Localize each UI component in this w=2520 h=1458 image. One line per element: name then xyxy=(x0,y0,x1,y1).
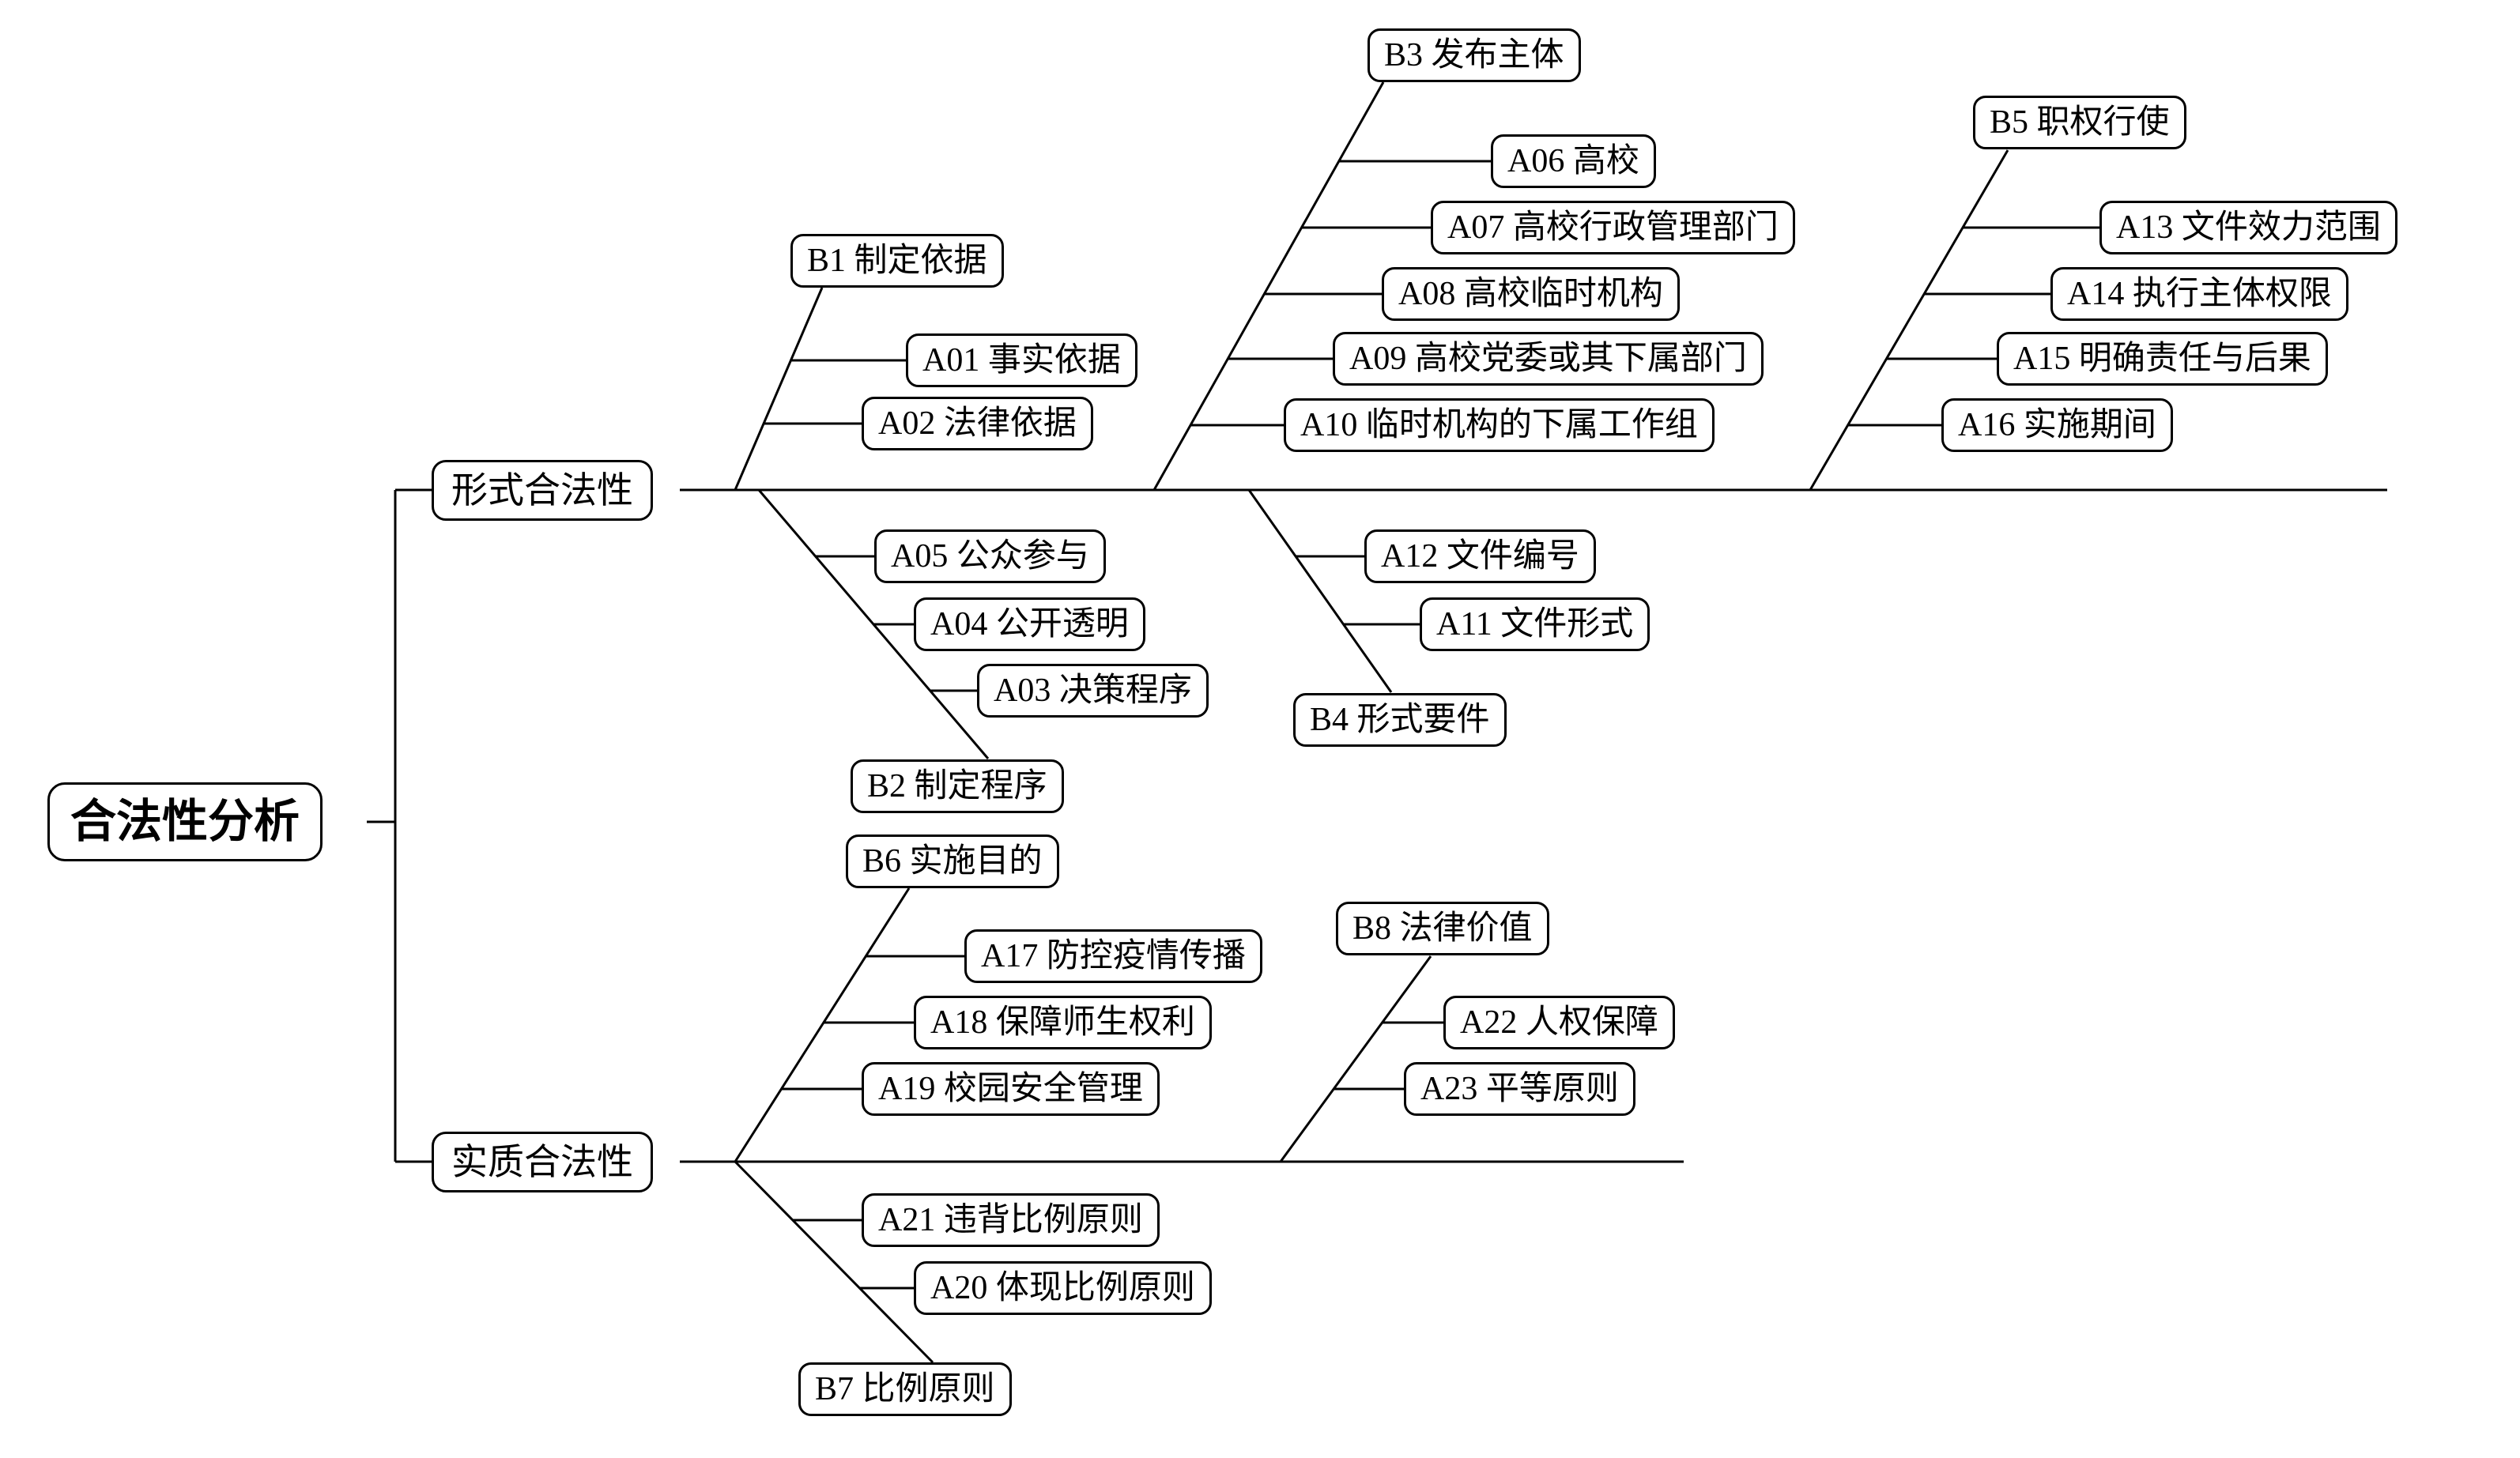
node-a16[interactable]: A16 实施期间 xyxy=(1941,398,2173,453)
node-a17[interactable]: A17 防控疫情传播 xyxy=(964,929,1262,984)
node-b1[interactable]: B1 制定依据 xyxy=(790,234,1004,288)
b5-branch xyxy=(1809,149,2099,491)
node-formal-legality[interactable]: 形式合法性 xyxy=(432,460,653,522)
node-a20[interactable]: A20 体现比例原则 xyxy=(914,1261,1212,1316)
node-a12[interactable]: A12 文件编号 xyxy=(1364,529,1596,584)
node-a23[interactable]: A23 平等原则 xyxy=(1404,1062,1635,1117)
node-root[interactable]: 合法性分析 xyxy=(47,782,323,861)
node-a07[interactable]: A07 高校行政管理部门 xyxy=(1431,201,1795,255)
node-b8[interactable]: B8 法律价值 xyxy=(1336,902,1549,956)
b4-branch xyxy=(1247,489,1420,693)
node-a15[interactable]: A15 明确责任与后果 xyxy=(1997,332,2328,386)
node-b5[interactable]: B5 职权行使 xyxy=(1973,96,2186,150)
b2-branch xyxy=(757,489,990,759)
node-a06[interactable]: A06 高校 xyxy=(1491,134,1656,189)
node-a02[interactable]: A02 法律依据 xyxy=(862,397,1093,451)
node-substantive-legality[interactable]: 实质合法性 xyxy=(432,1132,653,1193)
b3-branch xyxy=(1152,81,1491,491)
node-b3[interactable]: B3 发布主体 xyxy=(1368,28,1581,83)
node-b2[interactable]: B2 制定程序 xyxy=(851,759,1064,814)
b7-branch xyxy=(734,1160,934,1364)
node-a13[interactable]: A13 文件效力范围 xyxy=(2099,201,2397,255)
b8-branch xyxy=(1279,955,1443,1162)
node-b6[interactable]: B6 实施目的 xyxy=(846,834,1059,889)
node-a10[interactable]: A10 临时机构的下属工作组 xyxy=(1284,398,1715,453)
node-a11[interactable]: A11 文件形式 xyxy=(1420,597,1650,652)
node-b4[interactable]: B4 形式要件 xyxy=(1293,693,1507,748)
node-a09[interactable]: A09 高校党委或其下属部门 xyxy=(1333,332,1764,386)
node-a08[interactable]: A08 高校临时机构 xyxy=(1382,267,1680,322)
b1-branch xyxy=(734,287,906,491)
node-a14[interactable]: A14 执行主体权限 xyxy=(2050,267,2348,322)
root-connector xyxy=(367,488,432,1163)
node-a04[interactable]: A04 公开透明 xyxy=(914,597,1145,652)
node-a18[interactable]: A18 保障师生权利 xyxy=(914,996,1212,1050)
node-a19[interactable]: A19 校园安全管理 xyxy=(862,1062,1160,1117)
node-a05[interactable]: A05 公众参与 xyxy=(874,529,1106,584)
node-a03[interactable]: A03 决策程序 xyxy=(977,664,1209,718)
node-a21[interactable]: A21 违背比例原则 xyxy=(862,1193,1160,1248)
node-a22[interactable]: A22 人权保障 xyxy=(1443,996,1675,1050)
b6-branch xyxy=(734,887,964,1162)
node-b7[interactable]: B7 比例原则 xyxy=(798,1362,1012,1417)
node-a01[interactable]: A01 事实依据 xyxy=(906,333,1137,388)
